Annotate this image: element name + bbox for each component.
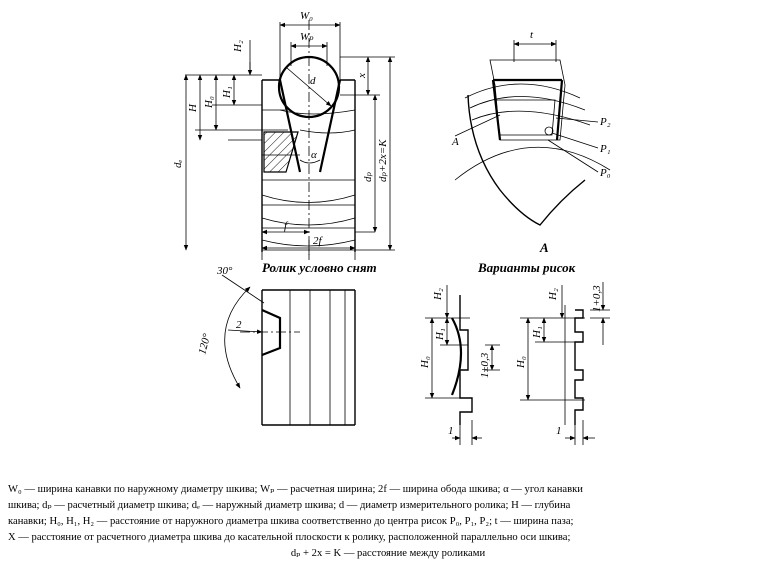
label-t: t xyxy=(530,29,534,41)
label-h1: H₁ xyxy=(221,86,233,99)
label-30deg: 30° xyxy=(216,265,233,277)
label-h1-v2: H₁ xyxy=(531,326,543,339)
label-alpha: α xyxy=(311,149,317,161)
pulley-section-view: W₀ Wₚ H₂ H H₀ H₁ d x dₑ dₚ dₚ+2x=K α f 2… xyxy=(172,10,395,275)
label-h2: H₂ xyxy=(232,40,244,53)
label-h0: H₀ xyxy=(203,96,215,109)
label-f: f xyxy=(284,220,289,232)
legend-line: dₚ + 2x = K — расстояние между роликами xyxy=(290,548,486,559)
label-dp: dₚ xyxy=(362,172,374,183)
legend-line: канавки; H₀, H₁, H₂ — расстояние от нару… xyxy=(8,516,574,527)
mark-depth-variant-1: H₂ H₀ H₁ 1±0,3 1 xyxy=(419,285,500,445)
label-2f: 2f xyxy=(313,235,324,247)
label-p2: P₂ xyxy=(599,116,611,128)
detail-a-view: t A P₂ P₁ P₀ A Варианты рисок xyxy=(451,29,611,275)
label-de: dₑ xyxy=(172,160,184,169)
technical-drawing: W₀ Wₚ H₂ H H₀ H₁ d x dₑ dₚ dₚ+2x=K α f 2… xyxy=(172,10,611,445)
label-h0-v2: H₀ xyxy=(515,356,527,369)
label-tol-v2: 1+0,3 xyxy=(591,285,603,312)
label-p1: P₁ xyxy=(599,143,611,155)
label-wp: Wₚ xyxy=(300,31,314,43)
label-1-v2: 1 xyxy=(556,425,562,437)
label-w0: W₀ xyxy=(300,10,313,22)
label-120deg: 120° xyxy=(196,332,213,356)
label-a-title: A xyxy=(539,240,549,255)
label-2: 2 xyxy=(236,319,242,331)
label-x: x xyxy=(356,73,368,79)
label-h2-v1: H₂ xyxy=(432,288,444,301)
label-h: H xyxy=(187,103,199,113)
mark-position-view: 30° 120° 2 xyxy=(196,265,356,426)
mark-depth-variant-2: H₂ H₀ H₁ 1+0,3 1 xyxy=(515,282,610,445)
legend-line: шкива; dₚ — расчетный диаметр шкива; dₑ … xyxy=(8,500,571,511)
label-h0-v1: H₀ xyxy=(419,356,431,369)
label-p0: P₀ xyxy=(599,167,611,179)
label-tol-v1: 1±0,3 xyxy=(479,352,491,378)
label-dp2x-k: dₚ+2x=K xyxy=(377,139,389,182)
label-h2-v2: H₂ xyxy=(547,288,559,301)
label-a-leader: A xyxy=(451,136,459,148)
legend-line: W₀ — ширина канавки по наружному диаметр… xyxy=(8,484,583,495)
caption-variants: Варианты рисок xyxy=(477,260,576,275)
legend-line: X — расстояние от расчетного диаметра шк… xyxy=(8,532,571,543)
legend-text: W₀ — ширина канавки по наружному диаметр… xyxy=(8,482,768,562)
label-d: d xyxy=(310,75,316,87)
label-h1-v1: H₁ xyxy=(434,328,446,341)
caption-roller: Ролик условно снят xyxy=(262,260,377,275)
label-1-v1: 1 xyxy=(448,425,454,437)
